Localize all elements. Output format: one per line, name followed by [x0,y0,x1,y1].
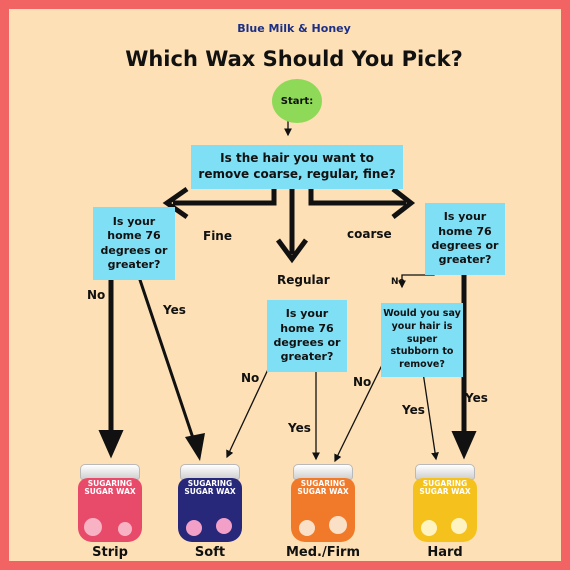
jar-strip: SUGARING SUGAR WAX [78,464,142,542]
flower-icon [186,520,202,536]
jar-label: SUGARING SUGAR WAX [419,479,471,497]
question-hair-type: Is the hair you want to remove coarse, r… [191,145,403,189]
product-soft: Soft [194,545,226,560]
question-temp-fine: Is your home 76 degrees or greater? [93,207,175,280]
brand-name: Blue Milk & Honey [237,22,351,35]
arrow-mid-no [226,362,272,459]
connector-arrows [98,116,477,463]
jar-hard: SUGARING SUGAR WAX [413,464,477,542]
jar-body [413,478,477,542]
jar-label: SUGARING SUGAR WAX [297,479,349,497]
flower-icon [329,516,347,534]
jar-body [178,478,242,542]
flower-icon [118,522,132,536]
label-mid-yes: Yes [288,421,311,435]
label-left-yes: Yes [163,303,186,317]
label-regular: Regular [277,273,330,287]
label-coarse: coarse [347,227,392,241]
jar-med-firm: SUGARING SUGAR WAX [291,464,355,542]
label-mid-no: No [241,371,260,385]
product-strip: Strip [92,545,128,560]
flower-icon [216,518,232,534]
start-node: Start: [272,79,322,123]
jar-soft: SUGARING SUGAR WAX [178,464,242,542]
product-hard: Hard [427,545,463,560]
flower-icon [299,520,315,536]
jar-label: SUGARING SUGAR WAX [84,479,136,497]
chart-title: Which Wax Should You Pick? [125,47,463,71]
question-temp-regular: Is your home 76 degrees or greater? [267,300,347,372]
label-fine: Fine [203,229,232,243]
jar-body [291,478,355,542]
label-right-yes: Yes [465,391,488,405]
flower-icon [451,518,467,534]
flower-icon [84,518,102,536]
label-left-no: No [87,288,106,302]
arrow-stub-no [334,358,386,463]
product-med-firm: Med./Firm [285,545,361,560]
label-right-no: No [391,277,405,287]
question-stubborn: Would you say your hair is super stubbor… [381,303,463,377]
label-stub-yes: Yes [402,403,425,417]
flower-icon [421,520,437,536]
jar-body [78,478,142,542]
question-temp-coarse: Is your home 76 degrees or greater? [425,203,505,275]
label-stub-no: No [353,375,372,389]
jar-label: SUGARING SUGAR WAX [184,479,236,497]
arrow-left-yes [135,270,199,451]
